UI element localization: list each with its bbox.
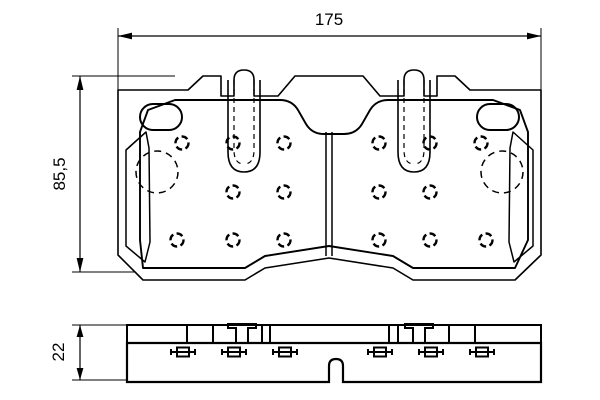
rivet — [478, 232, 494, 248]
rivet-side — [221, 346, 247, 358]
height-dimension-label: 85,5 — [50, 157, 69, 190]
rivet — [371, 232, 387, 248]
rivet-pattern-front — [169, 135, 494, 248]
side-view — [125, 323, 543, 384]
rivet — [473, 135, 489, 151]
friction-strip-dividers — [186, 325, 476, 343]
oval-slot-right — [476, 103, 520, 131]
width-dimension-label: 175 — [315, 10, 343, 29]
left-notch-solid — [227, 80, 261, 173]
rivet-side — [418, 346, 444, 358]
left-notch-hidden-lines — [227, 80, 261, 173]
rivet-side — [469, 346, 495, 358]
rivet-side — [367, 346, 393, 358]
arrowhead-bottom-icon — [76, 258, 84, 272]
rivet — [169, 232, 185, 248]
dashed-circle-right — [480, 150, 524, 194]
thickness-dimension-label: 22 — [49, 343, 68, 362]
rivet — [371, 135, 387, 151]
arrowhead-thickness-bottom-icon — [76, 368, 84, 380]
right-inner-contour — [508, 131, 534, 263]
rivet-side — [272, 346, 298, 358]
right-notch-solid — [397, 80, 431, 173]
rivet-pattern-side — [170, 346, 495, 358]
rivet — [276, 184, 292, 200]
rivet — [422, 184, 438, 200]
backing-plate-outline — [117, 69, 542, 281]
dashed-circle-left — [135, 150, 179, 194]
rivet — [276, 135, 292, 151]
rivet — [174, 135, 190, 151]
arrowhead-left-icon — [118, 32, 132, 40]
front-view — [117, 69, 542, 281]
rivet — [422, 135, 438, 151]
rivet — [371, 184, 387, 200]
rivet — [225, 135, 241, 151]
thickness-dimension: 22 — [49, 324, 128, 381]
rivet — [225, 232, 241, 248]
arrowhead-right-icon — [527, 32, 541, 40]
center-split-line — [325, 132, 333, 256]
rivet — [422, 232, 438, 248]
left-chamfer-line — [125, 131, 147, 151]
friction-material-strip — [126, 324, 542, 344]
right-notch-hidden-lines — [397, 80, 431, 173]
rivet — [225, 184, 241, 200]
friction-material-outline — [139, 99, 529, 269]
arrowhead-thickness-top-icon — [76, 325, 84, 337]
rivet — [276, 232, 292, 248]
oval-slot-left — [139, 103, 183, 131]
width-dimension: 175 — [117, 10, 542, 90]
rivet-side — [170, 346, 196, 358]
arrowhead-top-icon — [76, 76, 84, 90]
